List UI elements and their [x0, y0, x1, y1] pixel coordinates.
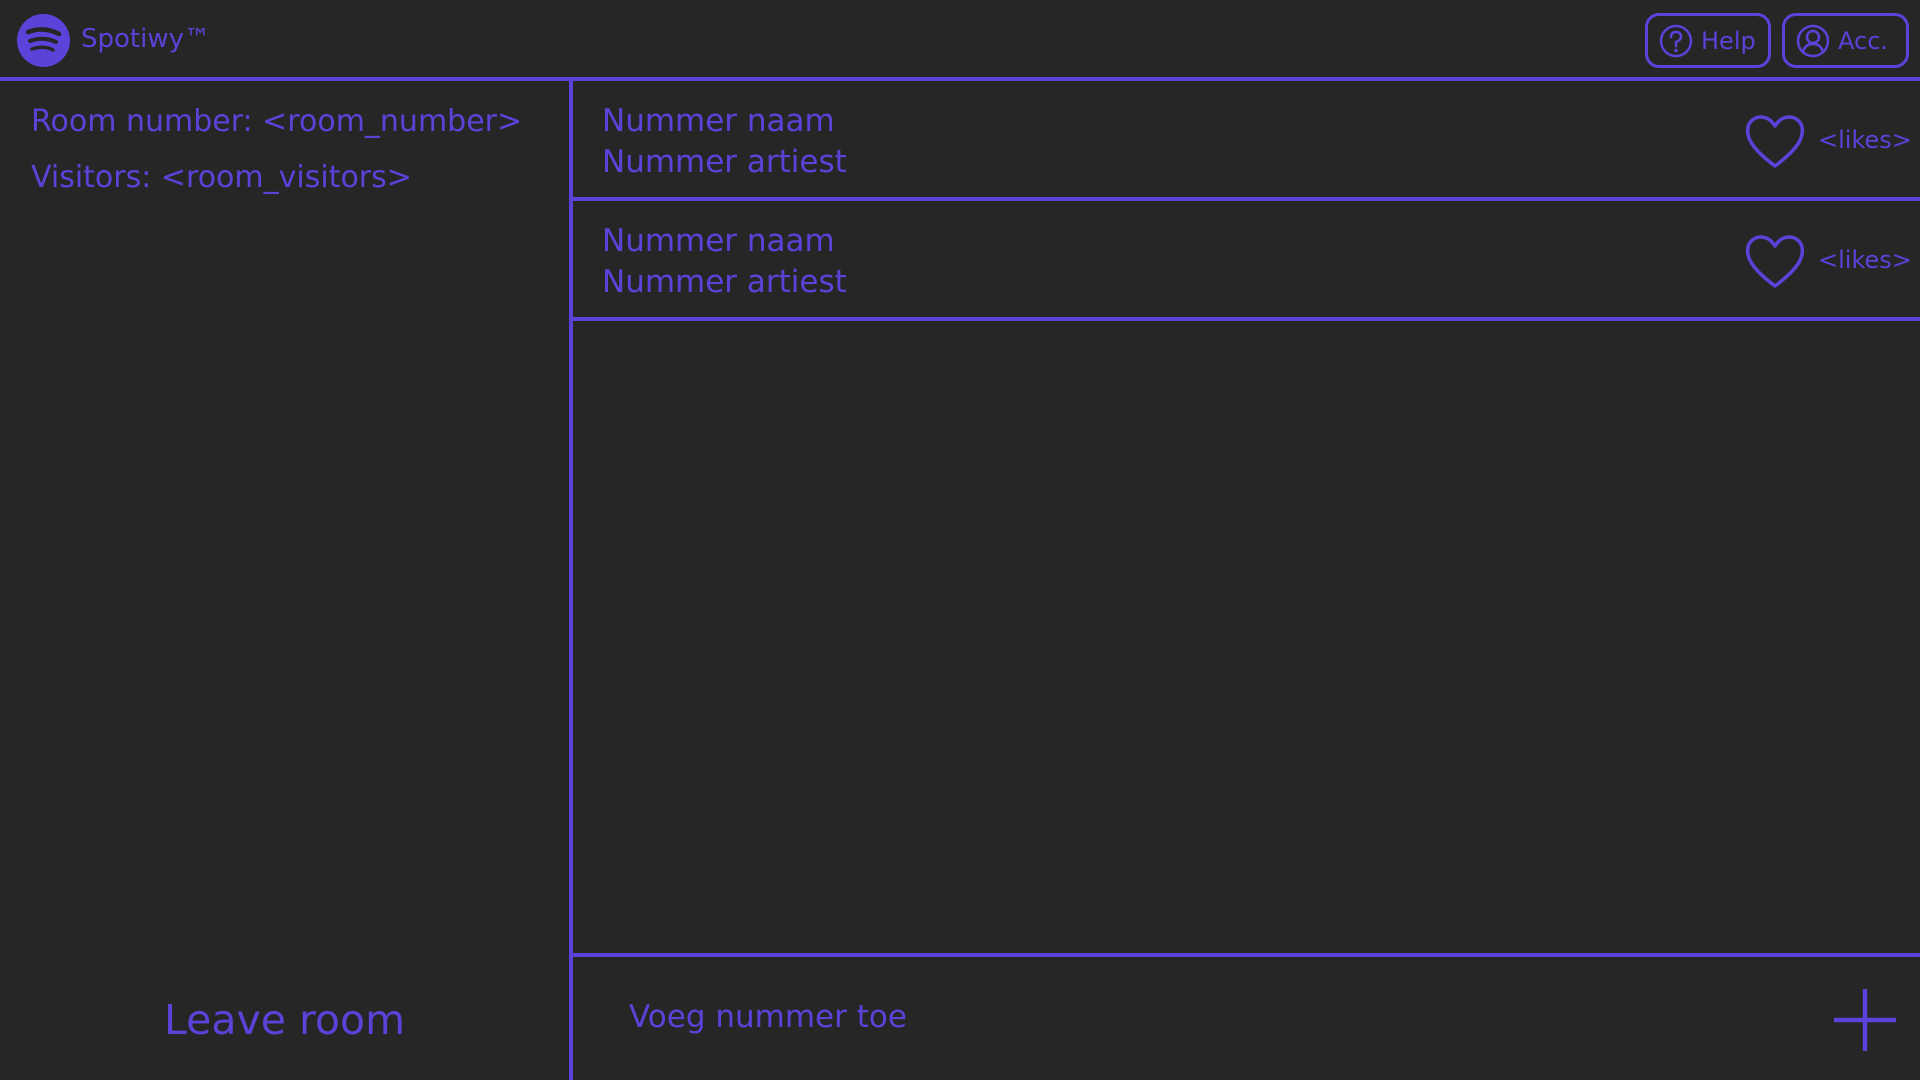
- heart-outline-icon[interactable]: [1743, 111, 1807, 171]
- track-artist: Nummer artiest: [602, 144, 847, 180]
- account-button-label: Acc.: [1838, 27, 1889, 55]
- add-track-bar: [573, 953, 1920, 1080]
- account-button[interactable]: Acc.: [1782, 13, 1909, 68]
- track-row: Nummer naam Nummer artiest <likes>: [573, 201, 1920, 321]
- track-name: Nummer naam: [602, 223, 835, 259]
- likes-count: <likes>: [1818, 246, 1912, 274]
- sidebar: Room number: <room_number> Visitors: <ro…: [0, 81, 573, 1080]
- question-circle-icon: [1659, 24, 1693, 58]
- room-number-label: Room number: <room_number>: [31, 104, 523, 139]
- add-track-input[interactable]: [629, 995, 1829, 1039]
- help-button-label: Help: [1701, 27, 1756, 55]
- heart-outline-icon[interactable]: [1743, 231, 1807, 291]
- plus-icon[interactable]: [1832, 987, 1898, 1053]
- help-button[interactable]: Help: [1645, 13, 1771, 68]
- track-name: Nummer naam: [602, 103, 835, 139]
- user-circle-icon: [1796, 24, 1830, 58]
- app-title: Spotiwy™: [81, 24, 210, 54]
- leave-room-button[interactable]: Leave room: [163, 996, 406, 1044]
- spotify-logo-icon: [17, 14, 70, 67]
- room-visitors-label: Visitors: <room_visitors>: [31, 160, 412, 195]
- track-row: Nummer naam Nummer artiest <likes>: [573, 81, 1920, 201]
- header-bar: Spotiwy™ Help Acc.: [0, 0, 1920, 81]
- track-artist: Nummer artiest: [602, 264, 847, 300]
- likes-count: <likes>: [1818, 126, 1912, 154]
- track-list-panel: Nummer naam Nummer artiest <likes> Numme…: [573, 81, 1920, 1080]
